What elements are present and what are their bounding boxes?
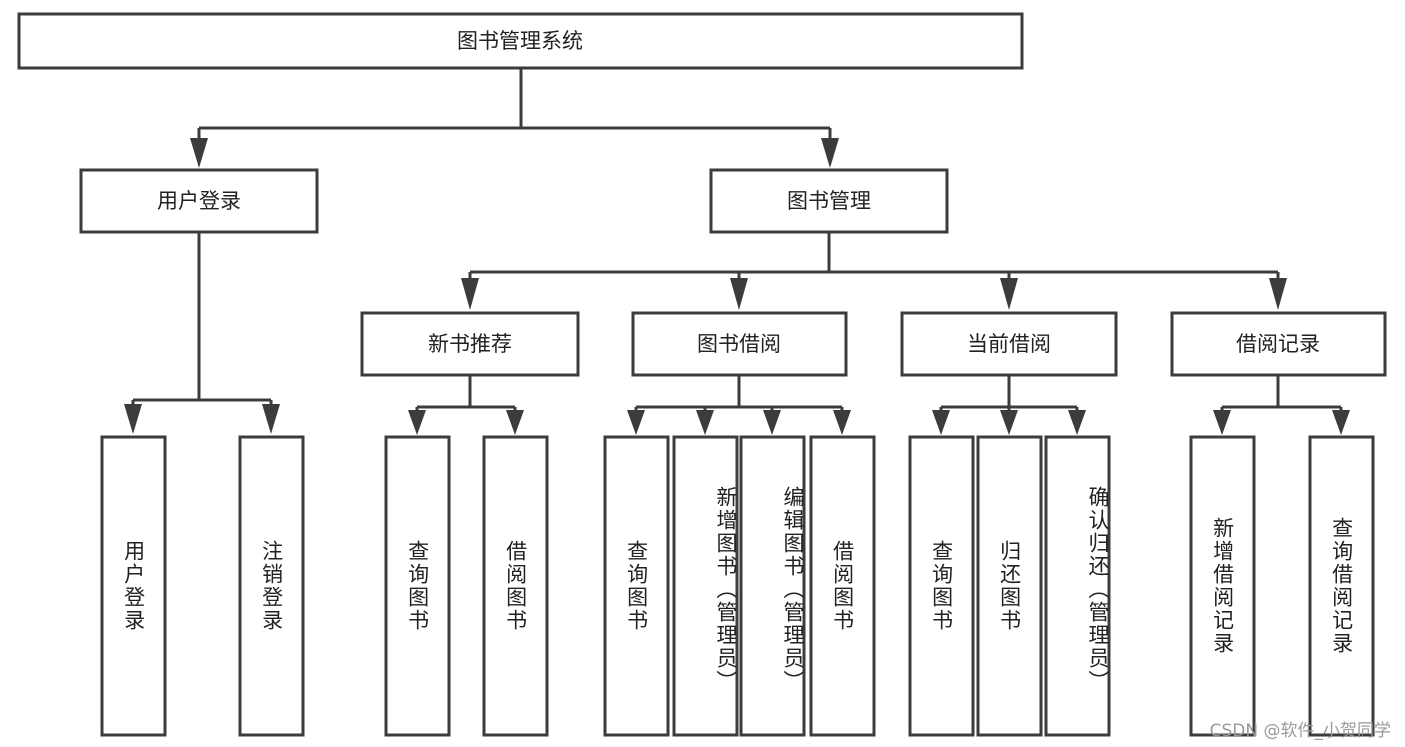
arrow-head-leaf-user-login-1	[124, 404, 142, 434]
node-book-mgmt-box[interactable]	[709, 168, 949, 234]
node-borrow-records-box[interactable]	[1170, 311, 1387, 377]
leaf-box-cb-2[interactable]	[976, 435, 1043, 737]
arrow-head-leaf-nbr-2	[506, 410, 524, 435]
arrow-head-book-mgmt	[821, 138, 839, 168]
leaf-box-user-login-1[interactable]	[100, 435, 167, 737]
arrow-head-borrow-records	[1269, 278, 1287, 310]
arrow-head-leaf-cb-3	[1068, 410, 1086, 435]
leaf-box-br-1[interactable]	[1189, 435, 1256, 737]
node-user-login-label: 用户登录	[157, 189, 241, 213]
node-current-borrow-label: 当前借阅	[967, 332, 1051, 356]
arrow-head-leaf-bb-3	[763, 410, 781, 435]
leaf-box-bb-2[interactable]	[672, 435, 739, 737]
node-borrow-records-label: 借阅记录	[1236, 332, 1320, 356]
node-book-mgmt-label: 图书管理	[787, 189, 871, 213]
node-root-label: 图书管理系统	[457, 29, 583, 53]
csdn-watermark: CSDN @软件_小贺同学	[1209, 721, 1391, 741]
node-new-book-recommend-box[interactable]	[360, 311, 580, 377]
node-book-borrow-label: 图书借阅	[697, 332, 781, 356]
leaf-box-nbr-1[interactable]	[384, 435, 451, 737]
leaf-box-bb-1[interactable]	[603, 435, 670, 737]
leaf-box-cb-1[interactable]	[908, 435, 975, 737]
node-root-box[interactable]	[17, 12, 1024, 70]
arrow-head-leaf-cb-1	[932, 410, 950, 435]
node-new-book-recommend-label: 新书推荐	[428, 332, 512, 356]
arrow-head-leaf-bb-2	[696, 410, 714, 435]
node-current-borrow-box[interactable]	[900, 311, 1118, 377]
arrow-head-leaf-br-2	[1332, 410, 1350, 435]
arrow-head-leaf-user-login-2	[262, 404, 280, 434]
arrow-head-book-borrow	[730, 278, 748, 310]
arrow-head-new-book-recommend	[461, 278, 479, 310]
leaf-box-user-login-2[interactable]	[238, 435, 305, 737]
arrow-head-leaf-bb-4	[833, 410, 851, 435]
leaf-box-bb-4[interactable]	[809, 435, 876, 737]
leaf-box-bb-3[interactable]	[739, 435, 806, 737]
leaf-box-br-2[interactable]	[1308, 435, 1375, 737]
arrow-head-user-login	[190, 138, 208, 168]
arrow-head-leaf-cb-2	[1000, 410, 1018, 435]
leaf-box-cb-3[interactable]	[1044, 435, 1111, 737]
arrow-head-leaf-bb-1	[627, 410, 645, 435]
arrow-head-current-borrow	[1000, 278, 1018, 310]
arrow-head-leaf-nbr-1	[408, 410, 426, 435]
leaf-box-nbr-2[interactable]	[482, 435, 549, 737]
node-book-borrow-box[interactable]	[631, 311, 848, 377]
arrow-head-leaf-br-1	[1213, 410, 1231, 435]
